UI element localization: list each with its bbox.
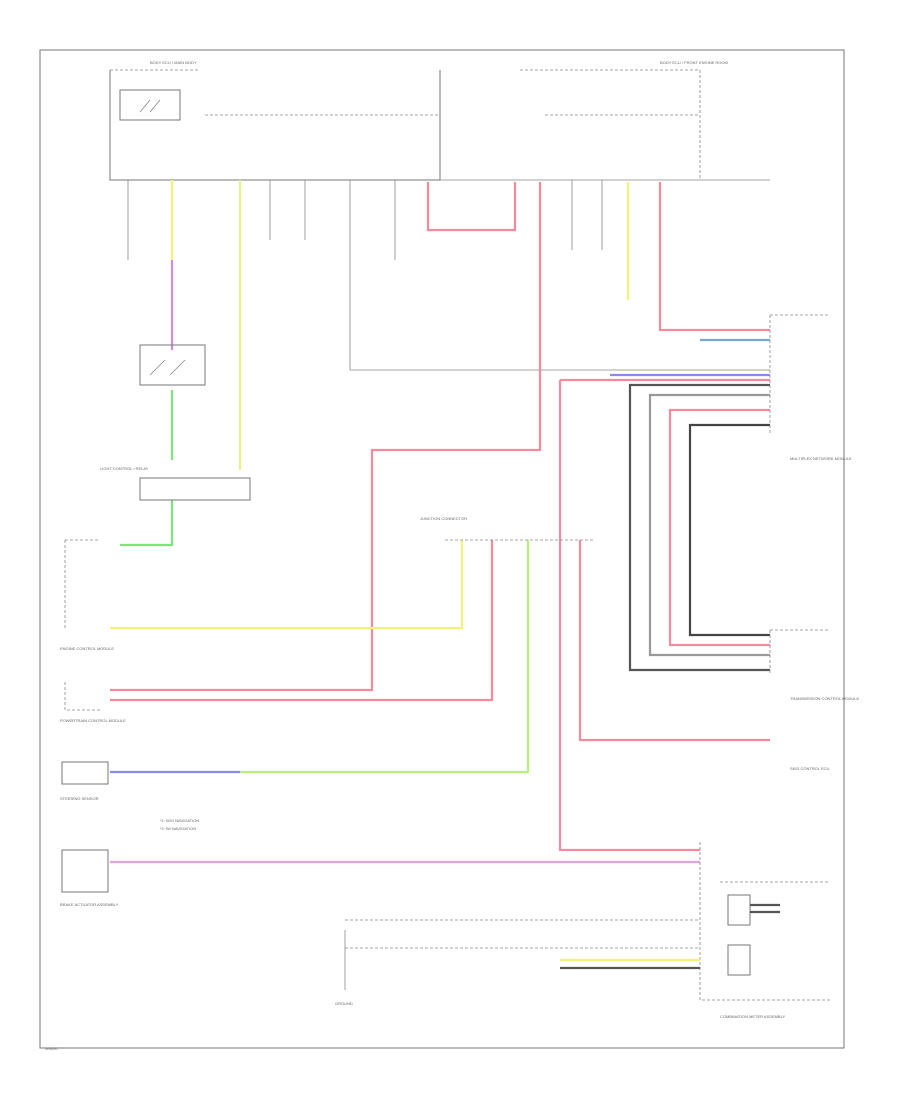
right-mid-label: TRANSMISSION CONTROL MODULE (790, 696, 860, 701)
top-pins (127, 180, 770, 371)
engine-control-label: ENGINE CONTROL MODULE (60, 646, 114, 651)
right-low-label: SKID CONTROL ECU (790, 766, 830, 771)
top-right-module: BODY ECU / FRONT ENGINE ROOM (440, 60, 770, 181)
brake-actuator-label: BRAKE ACTUATOR ASSEMBLY (60, 902, 119, 907)
top-left-module: BODY ECU / MAIN BODY (109, 60, 441, 181)
junction-label: JUNCTION CONNECTOR (420, 516, 467, 521)
top-right-module-label: BODY ECU / FRONT ENGINE ROOM (660, 60, 728, 65)
left-switch: LIGHT CONTROL / RELAY (100, 344, 251, 501)
powertrain-label: POWERTRAIN CONTROL MODULE (60, 718, 126, 723)
bottom-wires: GROUND (335, 919, 700, 1006)
left-components: ENGINE CONTROL MODULE POWERTRAIN CONTROL… (60, 539, 199, 907)
right-modules: MULTIPLEX NETWORK MODULE TRANSMISSION CO… (769, 314, 860, 771)
legend-1: *1: W/O NAVIGATION (160, 818, 199, 823)
center-junction: JUNCTION CONNECTOR (420, 516, 595, 541)
diagram-border (39, 49, 845, 1049)
top-left-module-label: BODY ECU / MAIN BODY (150, 60, 197, 65)
combination-meter: COMBINATION METER ASSEMBLY (699, 842, 830, 1019)
steering-sensor-label: STEERING SENSOR (60, 796, 99, 801)
meter-label: COMBINATION METER ASSEMBLY (720, 1014, 786, 1019)
left-control-label: LIGHT CONTROL / RELAY (100, 466, 149, 471)
wires (110, 180, 770, 864)
legend-2: *2: W/ NAVIGATION (160, 826, 196, 831)
right-upper-label: MULTIPLEX NETWORK MODULE (790, 456, 852, 461)
ground-label: GROUND (335, 1001, 353, 1006)
footer-code: W0000 (45, 1046, 58, 1051)
